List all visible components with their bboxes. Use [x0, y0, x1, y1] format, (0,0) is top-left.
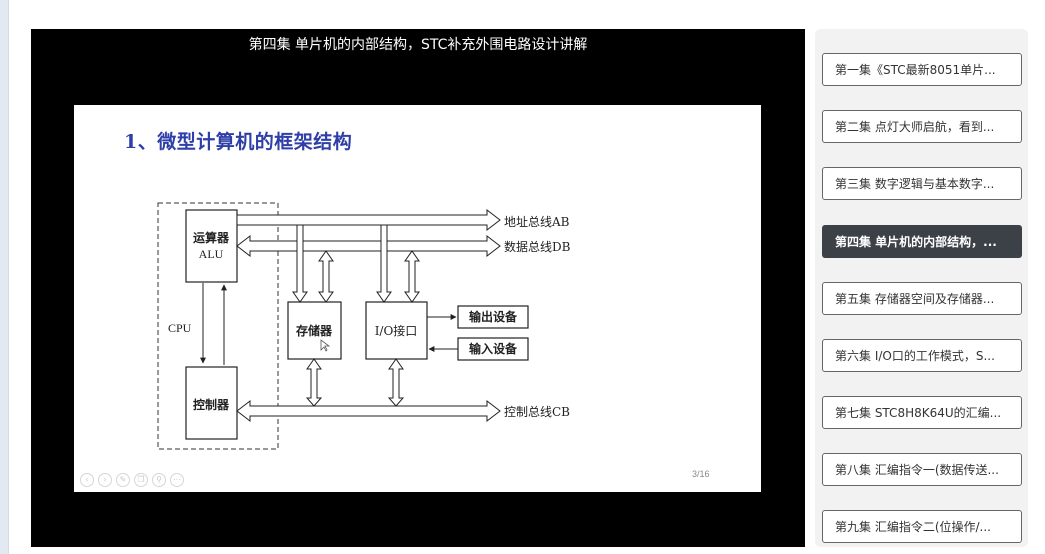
episode-item[interactable]: 第三集 数字逻辑与基本数字...	[822, 167, 1022, 200]
episode-playlist: 第一集《STC最新8051单片... 第二集 点灯大师启航，看到... 第三集 …	[815, 29, 1028, 547]
episode-item[interactable]: 第五集 存储器空间及存储器...	[822, 282, 1022, 315]
cpu-dashed-box	[157, 202, 279, 450]
alu-box	[185, 209, 238, 283]
control-bus-label: 控制总线CB	[504, 405, 570, 419]
io-data-arrow	[404, 250, 420, 303]
data-bus-label: 数据总线DB	[504, 239, 571, 254]
episode-item[interactable]: 第二集 点灯大师启航，看到...	[822, 110, 1022, 143]
io-label: I/O接口	[375, 323, 418, 338]
io-box	[365, 301, 428, 360]
output-device-label: 输出设备	[469, 309, 518, 324]
episode-item-active[interactable]: 第四集 单片机的内部结构，...	[822, 225, 1022, 258]
cursor-icon	[320, 339, 331, 352]
slide-heading: 1、微型计算机的框架结构	[124, 131, 353, 153]
memory-data-arrow	[318, 250, 334, 303]
video-title: 第四集 单片机的内部结构，STC补充外围电路设计讲解	[248, 37, 588, 53]
prev-icon[interactable]: ‹	[80, 473, 94, 487]
memory-address-arrow	[292, 224, 308, 303]
next-icon[interactable]: ›	[98, 473, 112, 487]
memory-box	[287, 301, 342, 360]
alu-label-1: 运算器	[193, 230, 230, 245]
cpu-label: CPU	[168, 321, 192, 335]
video-player[interactable]: 第四集 单片机的内部结构，STC补充外围电路设计讲解 CPU 运算器 ALU 控…	[31, 29, 805, 547]
controller-box	[185, 366, 238, 440]
copy-icon[interactable]: ❐	[134, 473, 148, 487]
io-control-arrow	[387, 358, 405, 407]
io-address-arrow	[376, 224, 392, 303]
memory-label: 存储器	[295, 323, 333, 338]
more-icon[interactable]: ⋯	[170, 473, 184, 487]
episode-item[interactable]: 第六集 I/O口的工作模式，S...	[822, 339, 1022, 372]
address-bus-label: 地址总线AB	[504, 215, 570, 229]
architecture-diagram: CPU 运算器 ALU 控制器 地址总线AB 数据总线DB 控制总线CB 存储器	[157, 202, 571, 450]
left-panel-edge	[0, 0, 9, 554]
episode-item[interactable]: 第八集 汇编指令一(数据传送...	[822, 453, 1022, 486]
memory-control-arrow	[305, 358, 323, 407]
pen-icon[interactable]: ✎	[116, 473, 130, 487]
control-bus-arrow	[236, 399, 501, 423]
input-device-label: 输入设备	[469, 341, 518, 356]
slide-controls: ‹ › ✎ ❐ ⚲ ⋯	[80, 473, 184, 487]
controller-label: 控制器	[193, 397, 230, 412]
episode-item[interactable]: 第九集 汇编指令二(位操作/...	[822, 510, 1022, 543]
address-bus-arrow	[236, 208, 501, 232]
zoom-icon[interactable]: ⚲	[152, 473, 166, 487]
output-device-box	[457, 305, 529, 329]
episode-item[interactable]: 第七集 STC8H8K64U的汇编...	[822, 396, 1022, 429]
episode-item[interactable]: 第一集《STC最新8051单片...	[822, 53, 1022, 86]
slide-frame: CPU 运算器 ALU 控制器 地址总线AB 数据总线DB 控制总线CB 存储器	[74, 105, 761, 492]
alu-label-2: ALU	[199, 247, 224, 261]
slide-page-number: 3/16	[692, 469, 710, 479]
data-bus-arrow	[236, 234, 501, 258]
